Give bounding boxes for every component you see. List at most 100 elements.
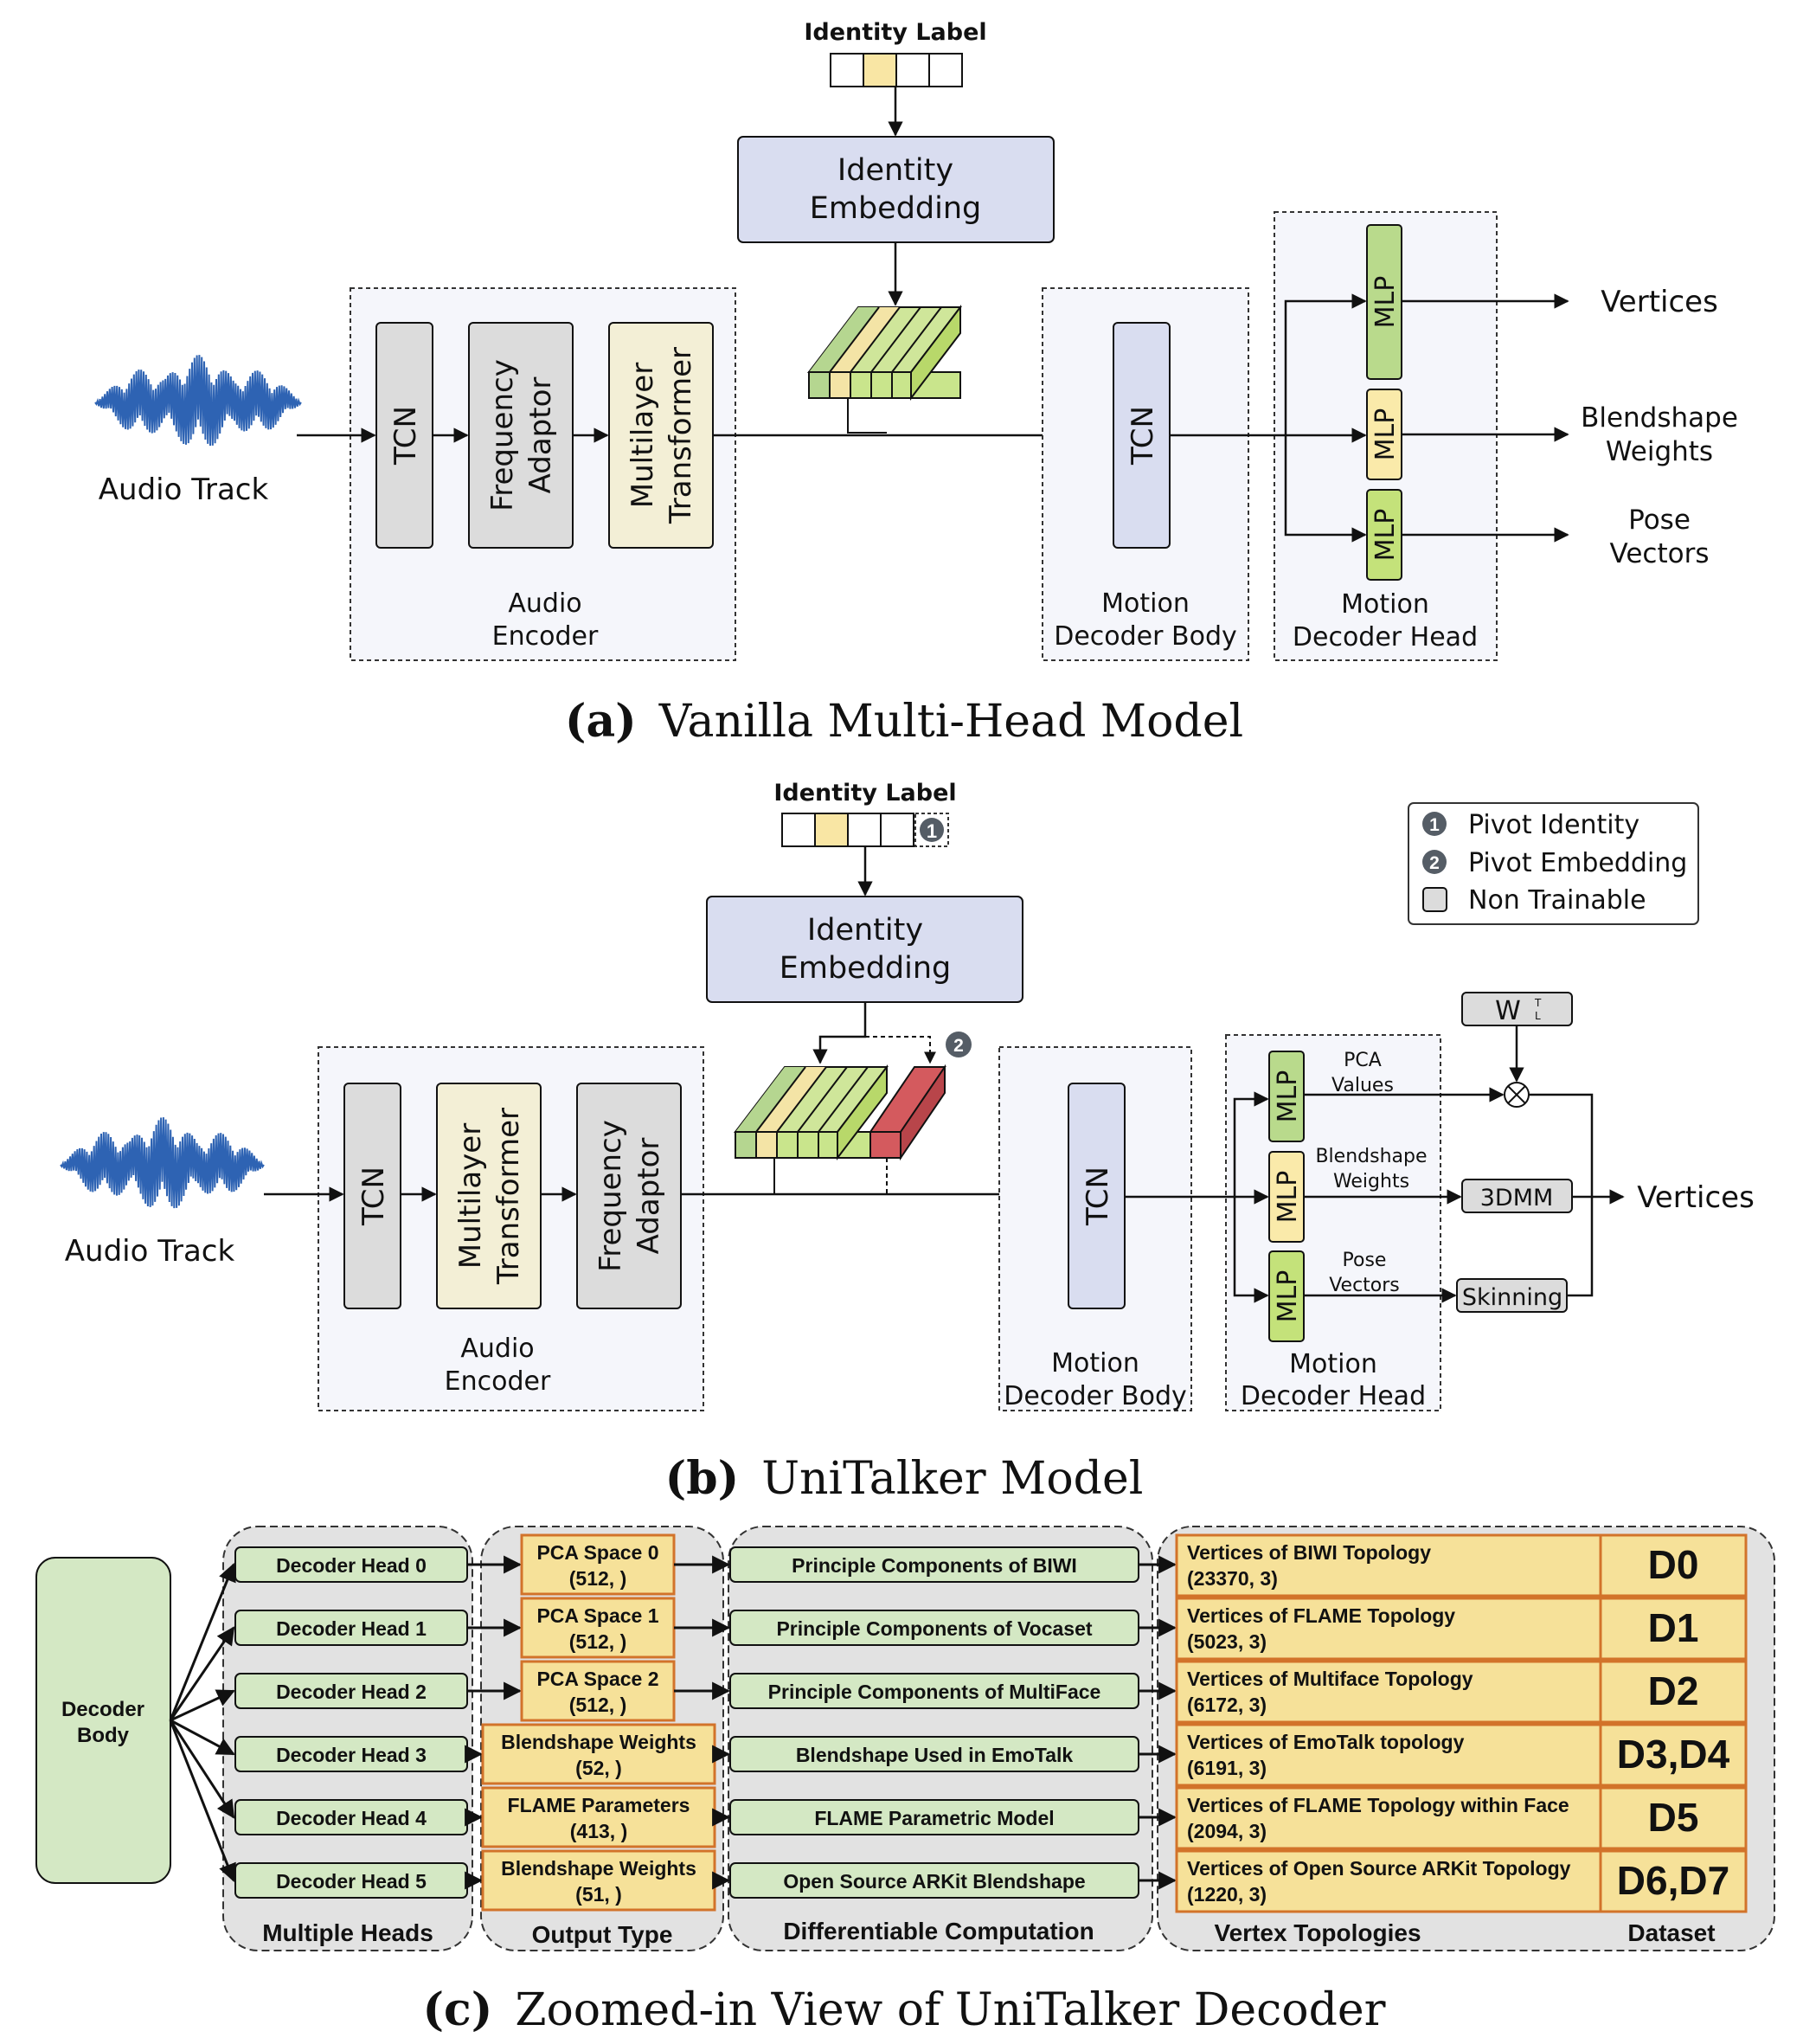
frequency-adaptor-line2-a: Adaptor xyxy=(523,377,558,494)
output-type-name: Blendshape Weights xyxy=(501,1857,696,1880)
multilayer-transformer-line1-a: Multilayer xyxy=(626,363,660,508)
identity-label-vector-b: 1 xyxy=(781,813,949,847)
embedding-slab-b xyxy=(733,1064,889,1160)
dataset-label: D1 xyxy=(1648,1605,1699,1650)
dataset-label: D3,D4 xyxy=(1617,1732,1730,1777)
multilayer-transformer-line2-b: Transformer xyxy=(491,1108,526,1285)
caption-b-letter: (b) xyxy=(665,1452,740,1505)
topology-3 xyxy=(1175,1723,1602,1787)
topology-shape: (1220, 3) xyxy=(1187,1883,1267,1906)
output-blendshape-line2-a: Weights xyxy=(1606,436,1713,467)
dataset-cell-1 xyxy=(1599,1597,1748,1661)
output-type-shape: (512, ) xyxy=(569,1694,626,1716)
dataset-label: D2 xyxy=(1648,1668,1699,1713)
tcn-label-a: TCN xyxy=(388,406,423,466)
output-type-shape: (413, ) xyxy=(570,1820,627,1842)
caption-c-letter: (c) xyxy=(422,1983,492,2036)
dataset-cell-0 xyxy=(1599,1533,1748,1597)
caption-a: (a)Vanilla Multi-Head Model xyxy=(565,695,1243,748)
topology-name: Vertices of EmoTalk topology xyxy=(1187,1731,1465,1753)
caption-b-text: UniTalker Model xyxy=(761,1453,1143,1505)
motion-decoder-head-line2-a: Decoder Head xyxy=(1293,622,1478,652)
topology-0 xyxy=(1175,1533,1602,1597)
output-pose-line1-a: Pose xyxy=(1628,505,1691,536)
decoder-head-label: Decoder Head 4 xyxy=(276,1807,427,1829)
motion-decoder-body-line2-a: Decoder Body xyxy=(1054,621,1237,652)
mlp-label-b1: MLP xyxy=(1273,1070,1303,1123)
blendshape-weights-line1-b: Blendshape xyxy=(1315,1146,1427,1167)
group-label-dataset: Dataset xyxy=(1627,1919,1715,1946)
dataset-label: D5 xyxy=(1648,1795,1699,1840)
output-type-name: FLAME Parameters xyxy=(508,1794,690,1816)
audio-waveform-icon xyxy=(94,355,302,447)
motion-decoder-body-line2-b: Decoder Body xyxy=(1004,1381,1187,1411)
audio-track-label-b: Audio Track xyxy=(65,1234,235,1269)
topology-shape: (6172, 3) xyxy=(1187,1694,1267,1716)
embedding-slab-a xyxy=(806,305,963,401)
frequency-adaptor-line1-a: Frequency xyxy=(485,359,520,511)
computation-label: FLAME Parametric Model xyxy=(814,1807,1054,1829)
dataset-label: D6,D7 xyxy=(1617,1858,1729,1903)
connector-arrow xyxy=(169,1719,235,1819)
legend-box xyxy=(1408,802,1699,925)
group-label-heads: Multiple Heads xyxy=(262,1919,433,1946)
skinning-label: Skinning xyxy=(1462,1284,1562,1311)
caption-b: (b) UniTalker Model xyxy=(665,1452,1144,1505)
pca-values-line2: Values xyxy=(1331,1075,1394,1096)
identity-embedding-line1-b: Identity xyxy=(807,913,923,948)
topology-shape: (6191, 3) xyxy=(1187,1757,1267,1779)
audio-encoder-line1: Audio xyxy=(508,588,581,619)
topology-name: Vertices of Open Source ARKit Topology xyxy=(1187,1857,1571,1880)
output-pose-line2-a: Vectors xyxy=(1610,538,1710,569)
motion-decoder-head-line2-b: Decoder Head xyxy=(1241,1381,1426,1411)
dataset-cell-2 xyxy=(1599,1660,1748,1724)
caption-a-text: Vanilla Multi-Head Model xyxy=(658,696,1243,748)
badge-2-icon xyxy=(946,1032,972,1057)
decoder-body-line1: Decoder xyxy=(61,1698,144,1721)
caption-c: (c)Zoomed-in View of UniTalker Decoder xyxy=(422,1983,1385,2036)
motion-decoder-head-line1-a: Motion xyxy=(1341,589,1429,620)
connector-arrow xyxy=(169,1563,236,1721)
3dmm-label: 3DMM xyxy=(1480,1185,1554,1212)
decoder-head-label: Decoder Head 2 xyxy=(276,1681,427,1703)
output-type-3 xyxy=(481,1723,716,1785)
motion-decoder-body-line1-a: Motion xyxy=(1101,588,1190,619)
topology-name: Vertices of FLAME Topology xyxy=(1187,1604,1455,1627)
connector-arrow xyxy=(170,1689,235,1722)
identity-embedding-line2-b: Embedding xyxy=(780,951,952,986)
connector-arrow xyxy=(170,1719,235,1756)
mlp-label-b2: MLP xyxy=(1273,1171,1303,1224)
group-label-topologies: Vertex Topologies xyxy=(1214,1919,1421,1946)
panel-b: Identity Label 1 Identity Embedding 1 Pi… xyxy=(60,780,1755,1505)
dataset-label: D0 xyxy=(1648,1542,1699,1587)
tcn-block-b xyxy=(343,1083,401,1309)
topology-name: Vertices of BIWI Topology xyxy=(1187,1541,1431,1564)
audio-encoder-line2: Encoder xyxy=(492,621,599,652)
legend-badge-2-icon xyxy=(1422,850,1447,874)
group-label-computation: Differentiable Computation xyxy=(783,1918,1094,1944)
dataset-cell-5 xyxy=(1599,1849,1748,1913)
decoder-head-label: Decoder Head 1 xyxy=(276,1617,427,1640)
output-vertices-a: Vertices xyxy=(1601,285,1718,319)
topology-shape: (5023, 3) xyxy=(1187,1630,1267,1653)
topology-shape: (2094, 3) xyxy=(1187,1820,1267,1842)
mlp-pca-b xyxy=(1268,1051,1305,1142)
connector-arrow xyxy=(169,1719,236,1882)
audio-encoder-line2-b: Encoder xyxy=(445,1366,551,1397)
legend-badge-2-label: 2 xyxy=(1429,853,1440,873)
topology-name: Vertices of FLAME Topology within Face xyxy=(1187,1794,1569,1816)
pose-vectors-line2-b: Vectors xyxy=(1329,1275,1400,1296)
topology-5 xyxy=(1175,1849,1602,1913)
mlp-label-a3: MLP xyxy=(1370,509,1401,562)
frequency-adaptor-line1-b: Frequency xyxy=(594,1120,628,1272)
topology-4 xyxy=(1175,1786,1602,1850)
topology-name: Vertices of Multiface Topology xyxy=(1187,1668,1473,1690)
output-type-name: Blendshape Weights xyxy=(501,1731,696,1753)
legend-badge-1-icon xyxy=(1422,812,1447,836)
multilayer-transformer-line1-b: Multilayer xyxy=(453,1123,488,1269)
identity-label-title: Identity Label xyxy=(804,19,986,46)
